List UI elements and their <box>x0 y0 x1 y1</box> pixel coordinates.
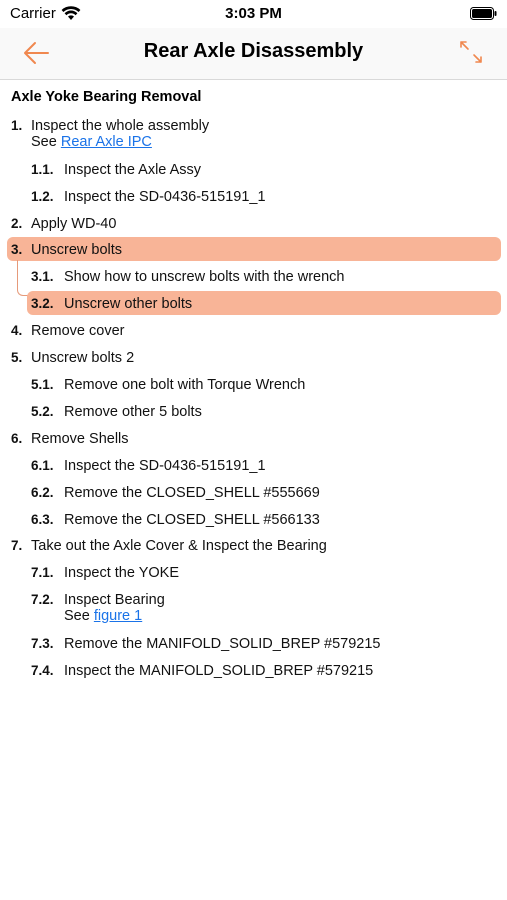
step-3-2-highlight <box>27 291 501 315</box>
navigation-bar: Rear Axle Disassembly <box>0 28 507 80</box>
step-number: 1.1. <box>31 162 54 177</box>
page-title: Rear Axle Disassembly <box>143 40 364 62</box>
step-6-3[interactable]: 6.3. Remove the CLOSED_SHELL #566133 <box>31 511 320 529</box>
step-number: 5.1. <box>31 377 54 392</box>
figure-1-link[interactable]: figure 1 <box>93 608 143 624</box>
step-text: Unscrew bolts <box>31 242 123 258</box>
step-number: 7. <box>11 538 23 553</box>
step-4[interactable]: 4. Remove cover <box>11 322 124 340</box>
step-text: Inspect the YOKE <box>64 565 179 581</box>
step-7-3[interactable]: 7.3. Remove the MANIFOLD_SOLID_BREP #5792… <box>31 635 380 653</box>
step-text: Remove Shells <box>31 431 129 447</box>
step-1-1[interactable]: 1.1. Inspect the Axle Assy <box>31 161 201 179</box>
step-text: Unscrew other bolts <box>64 296 193 312</box>
step-text: Take out the Axle Cover & Inspect the Be… <box>31 538 327 554</box>
rear-axle-ipc-link[interactable]: Rear Axle IPC <box>60 134 152 150</box>
step-number: 3.2. <box>31 296 54 311</box>
step-number: 6. <box>11 431 23 446</box>
step-5-2[interactable]: 5.2. Remove other 5 bolts <box>31 403 202 421</box>
step-3-2[interactable]: 3.2. Unscrew other bolts <box>31 295 192 313</box>
step-1-reference: See Rear Axle IPC <box>31 134 152 151</box>
step-number: 6.3. <box>31 512 54 527</box>
step-text: Remove the CLOSED_SHELL #566133 <box>64 512 320 528</box>
wifi-icon <box>61 6 81 20</box>
step-7[interactable]: 7. Take out the Axle Cover & Inspect the … <box>11 537 327 555</box>
step-1-2[interactable]: 1.2. Inspect the SD-0436-515191_1 <box>31 188 266 206</box>
step-text: Inspect the MANIFOLD_SOLID_BREP #579215 <box>64 663 374 679</box>
step-7-2-reference: See figure 1 <box>64 608 142 625</box>
step-3-1[interactable]: 3.1. Show how to unscrew bolts with the w… <box>31 268 344 286</box>
step-number: 4. <box>11 323 23 338</box>
step-6[interactable]: 6. Remove Shells <box>11 430 129 448</box>
expand-arrows-icon[interactable] <box>459 40 483 64</box>
step-text: Inspect the Axle Assy <box>64 162 202 178</box>
step-number: 1.2. <box>31 189 54 204</box>
step-number: 5. <box>11 350 23 365</box>
step-7-4[interactable]: 7.4. Inspect the MANIFOLD_SOLID_BREP #579… <box>31 662 373 680</box>
step-6-2[interactable]: 6.2. Remove the CLOSED_SHELL #555669 <box>31 484 320 502</box>
step-number: 7.1. <box>31 565 54 580</box>
step-3[interactable]: 3. Unscrew bolts <box>11 241 122 259</box>
see-label: See <box>31 134 61 150</box>
step-text: Inspect the SD-0436-515191_1 <box>64 458 266 474</box>
status-time: 3:03 PM <box>225 5 282 22</box>
step-text: Remove the MANIFOLD_SOLID_BREP #579215 <box>64 636 381 652</box>
step-5-1[interactable]: 5.1. Remove one bolt with Torque Wrench <box>31 376 305 394</box>
step-number: 6.2. <box>31 485 54 500</box>
step-text: Inspect the SD-0436-515191_1 <box>64 189 266 205</box>
status-bar: Carrier 3:03 PM <box>0 0 507 28</box>
step-number: 1. <box>11 118 23 133</box>
step-text: Remove other 5 bolts <box>64 404 202 420</box>
step-7-1[interactable]: 7.1. Inspect the YOKE <box>31 564 179 582</box>
see-label: See <box>64 608 94 624</box>
step-connector <box>17 260 29 296</box>
step-number: 6.1. <box>31 458 54 473</box>
step-5[interactable]: 5. Unscrew bolts 2 <box>11 349 134 367</box>
step-number: 3. <box>11 242 23 257</box>
step-text: Inspect the whole assembly <box>31 118 210 134</box>
step-3-highlight <box>7 237 501 261</box>
section-title: Axle Yoke Bearing Removal <box>11 89 202 105</box>
carrier-label: Carrier <box>10 5 56 22</box>
step-2[interactable]: 2. Apply WD-40 <box>11 215 116 233</box>
step-7-2[interactable]: 7.2. Inspect Bearing <box>31 591 165 609</box>
step-text: Remove one bolt with Torque Wrench <box>64 377 306 393</box>
step-text: Remove the CLOSED_SHELL #555669 <box>64 485 320 501</box>
step-number: 5.2. <box>31 404 54 419</box>
step-text: Show how to unscrew bolts with the wrenc… <box>64 269 345 285</box>
back-arrow-icon[interactable] <box>22 40 50 66</box>
step-text: Inspect Bearing <box>64 592 165 608</box>
step-number: 7.3. <box>31 636 54 651</box>
step-number: 7.4. <box>31 663 54 678</box>
step-number: 3.1. <box>31 269 54 284</box>
battery-icon <box>470 7 497 20</box>
step-text: Unscrew bolts 2 <box>31 350 135 366</box>
step-number: 2. <box>11 216 23 231</box>
step-6-1[interactable]: 6.1. Inspect the SD-0436-515191_1 <box>31 457 266 475</box>
step-text: Remove cover <box>31 323 125 339</box>
step-number: 7.2. <box>31 592 54 607</box>
step-1[interactable]: 1. Inspect the whole assembly <box>11 117 209 135</box>
step-text: Apply WD-40 <box>31 216 117 232</box>
